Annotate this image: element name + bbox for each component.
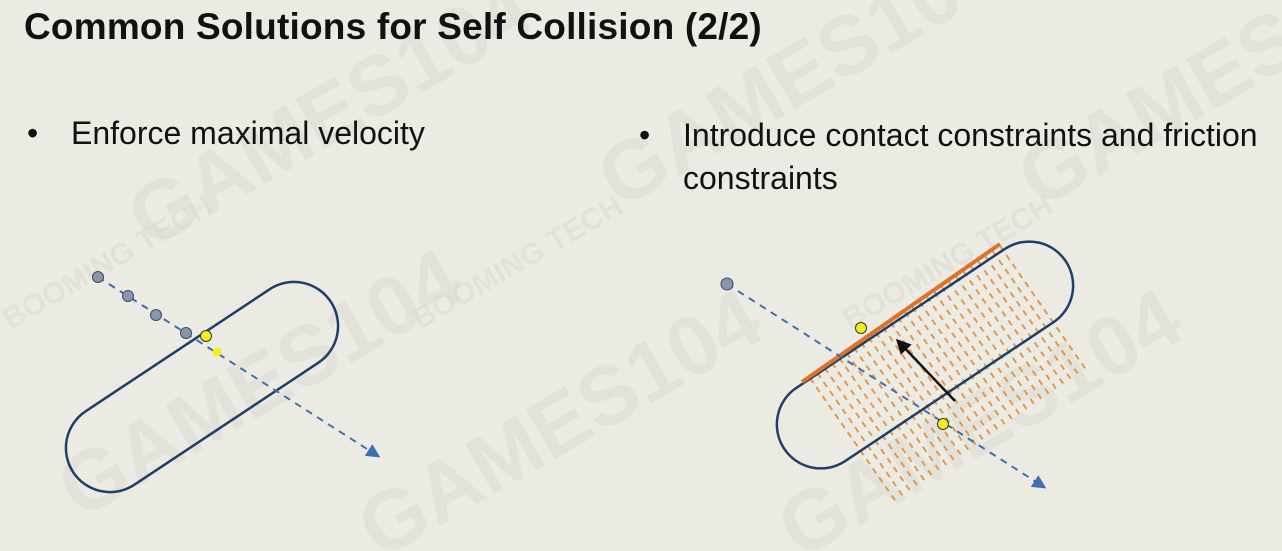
- friction-constraint-line: [874, 331, 963, 456]
- friction-constraint-line: [962, 270, 1050, 395]
- particle-previous: [92, 271, 104, 283]
- particle-previous: [150, 309, 162, 321]
- diagram-contact-constraints: [720, 240, 1087, 502]
- bullet-enforce-max-velocity: • Enforce maximal velocity: [27, 112, 547, 155]
- particle-previous: [720, 277, 734, 291]
- friction-constraint-line: [845, 352, 933, 477]
- trajectory-arrow: [97, 276, 381, 458]
- friction-constraint-line: [991, 250, 1080, 375]
- bullet-marker: •: [639, 117, 651, 153]
- trajectory-arrow: [726, 283, 1047, 489]
- friction-constraint-line: [816, 372, 904, 497]
- friction-constraint-line: [984, 255, 1072, 380]
- friction-constraint-line: [999, 245, 1087, 370]
- particle-current: [200, 330, 212, 342]
- capsule-shape: [775, 240, 1075, 470]
- slide-title: Common Solutions for Self Collision (2/2…: [24, 6, 762, 47]
- friction-constraint-line: [809, 377, 897, 502]
- friction-constraint-line: [852, 346, 941, 472]
- particle-previous: [180, 327, 192, 339]
- friction-constraint-line: [933, 291, 1021, 416]
- friction-constraint-line: [860, 341, 948, 467]
- friction-constraint-line: [867, 336, 955, 461]
- contact-constraint-line: [800, 242, 1002, 384]
- particle-next: [212, 347, 222, 357]
- diagram-max-velocity: [64, 271, 381, 494]
- friction-constraint-line: [831, 362, 919, 487]
- friction-constraint-line: [838, 357, 926, 482]
- friction-constraint-line: [940, 286, 1028, 411]
- friction-constraint-line: [911, 306, 999, 431]
- particle-previous: [122, 290, 134, 302]
- friction-constraint-line: [955, 275, 1043, 401]
- particle-penetrated: [937, 418, 949, 430]
- collision-response-arrow: [895, 338, 956, 402]
- particle-projected: [855, 322, 867, 334]
- bullet-marker: •: [27, 115, 39, 151]
- bullet-text: Introduce contact constraints and fricti…: [683, 117, 1258, 196]
- friction-constraint-line: [904, 311, 992, 436]
- bullet-contact-friction-constraints: • Introduce contact constraints and fric…: [639, 114, 1259, 200]
- bullet-text: Enforce maximal velocity: [71, 115, 425, 151]
- friction-constraint-line: [896, 316, 985, 441]
- friction-constraint-line: [823, 367, 911, 492]
- friction-constraint-lines: [809, 245, 1087, 502]
- friction-constraint-line: [969, 265, 1058, 390]
- capsule-shape: [64, 280, 340, 494]
- friction-constraint-line: [918, 301, 1006, 426]
- friction-constraint-line: [926, 296, 1014, 421]
- friction-constraint-line: [977, 260, 1065, 385]
- friction-constraint-line: [947, 280, 1036, 406]
